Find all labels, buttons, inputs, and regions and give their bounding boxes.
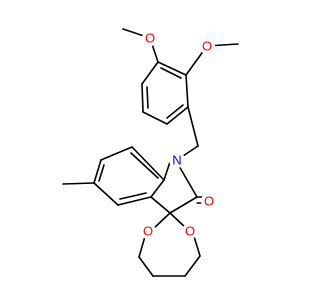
atom-o-dioxane-right: O [182,223,198,239]
atom-label: O [204,194,214,209]
atom-label: O [202,39,212,54]
atom-o-carbonyl: O [201,193,217,209]
bond [131,146,165,181]
bond [130,152,159,179]
bond [157,61,187,76]
bond [187,106,199,147]
bond [62,182,95,185]
atom-labels: O O N O O O [140,30,217,239]
bond [142,111,168,125]
molecule-structure: O O N O O O [62,28,239,277]
atom-o-dioxane-left: O [140,223,156,239]
bond [160,67,182,79]
bond [93,182,119,206]
bonds [62,28,239,277]
bond [119,192,147,200]
bond [146,86,149,109]
structure-canvas: O O N O O O [62,28,239,277]
atom-label: N [172,153,181,168]
bond [184,255,201,277]
atom-label: O [145,31,155,46]
bond [166,106,189,125]
bond [185,74,189,108]
bond [182,145,199,157]
bond [141,61,159,85]
bond [166,104,184,119]
bond [117,196,152,206]
atom-n-indole: N [169,152,185,168]
bond [152,212,171,230]
bond [150,179,165,198]
atom-label: O [185,224,195,239]
atom-label: O [143,224,153,239]
bond [141,83,144,113]
bond [178,165,198,198]
bond [100,146,133,161]
bond [169,196,198,214]
bond [93,159,102,184]
atom-o-methoxy-right: O [199,38,215,54]
bond [98,164,105,182]
atom-o-methoxy-top: O [142,30,158,46]
bond [150,196,171,214]
bond [138,256,154,277]
